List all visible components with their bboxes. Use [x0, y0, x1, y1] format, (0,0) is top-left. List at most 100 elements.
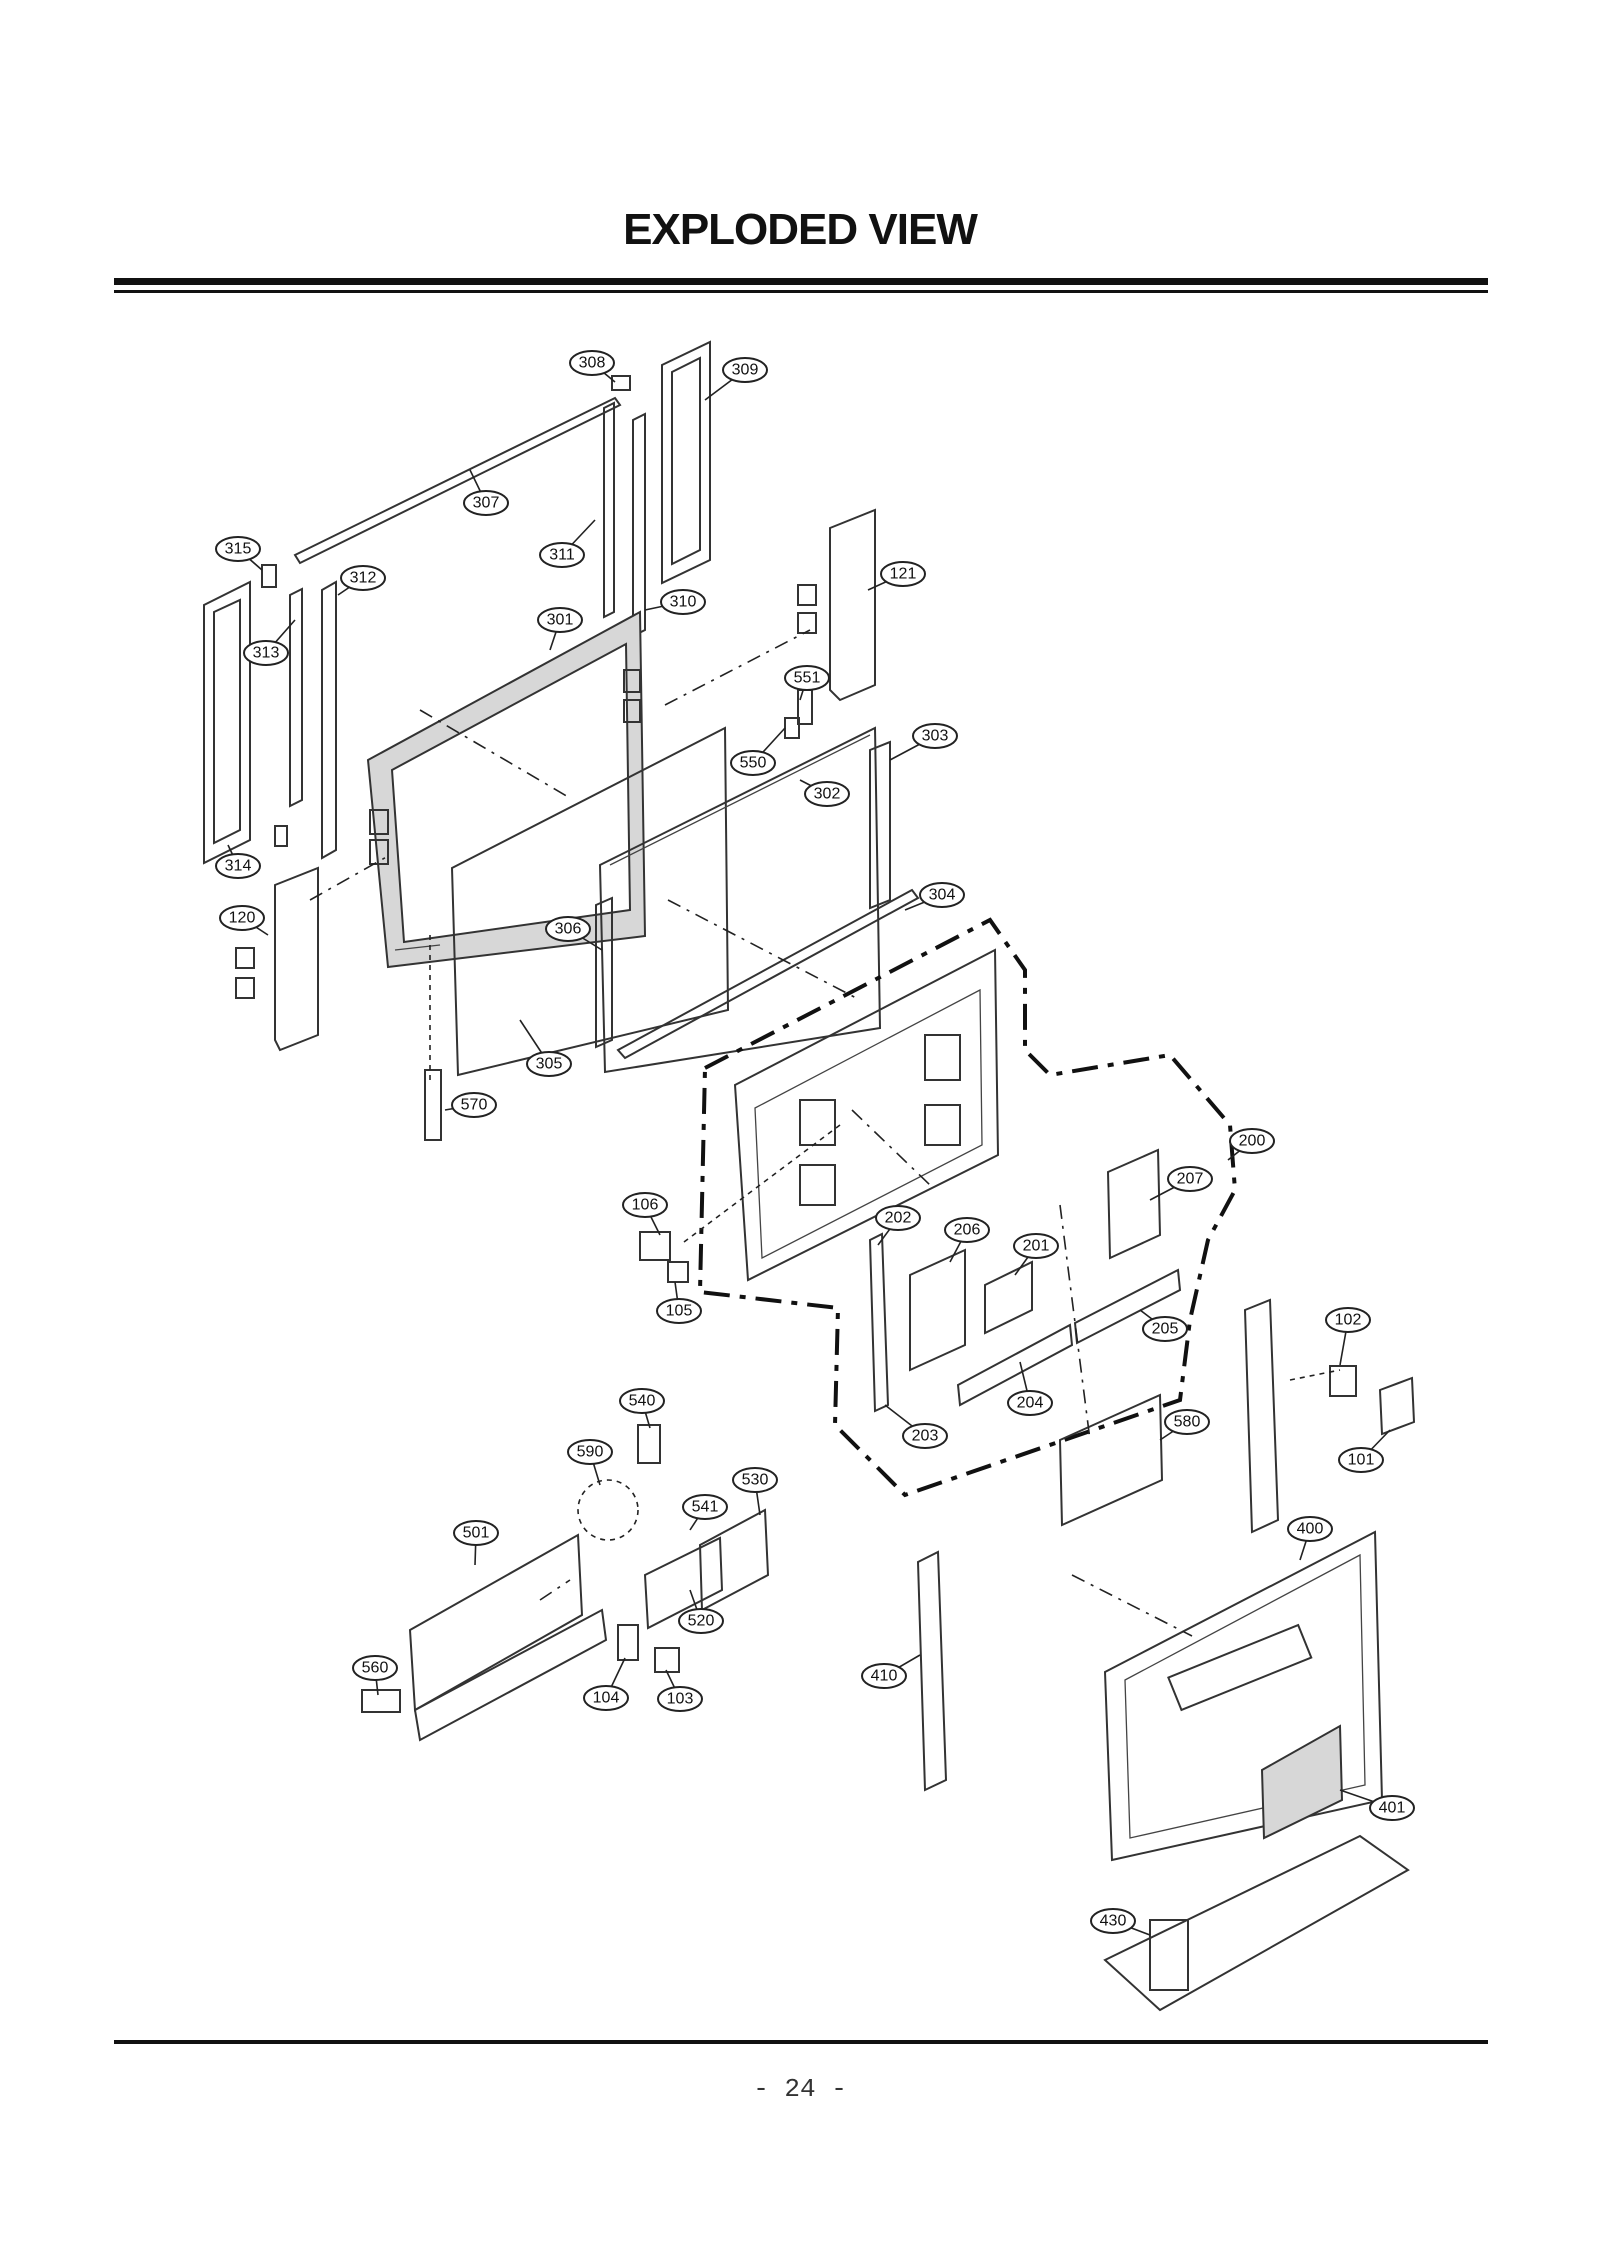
- callout-302: 302: [804, 781, 850, 807]
- callout-304: 304: [919, 882, 965, 908]
- callout-label: 308: [579, 355, 606, 372]
- callout-315: 315: [215, 536, 261, 562]
- callout-label: 104: [593, 1690, 620, 1707]
- callout-label: 203: [912, 1428, 939, 1445]
- callout-label: 303: [922, 728, 949, 745]
- callout-106: 106: [622, 1192, 668, 1218]
- callout-label: 206: [954, 1222, 981, 1239]
- callout-label: 202: [885, 1210, 912, 1227]
- callout-551: 551: [784, 665, 830, 691]
- callout-540: 540: [619, 1388, 665, 1414]
- callout-label: 207: [1177, 1171, 1204, 1188]
- callout-206: 206: [944, 1217, 990, 1243]
- callout-312: 312: [340, 565, 386, 591]
- callout-207: 207: [1167, 1166, 1213, 1192]
- callout-313: 313: [243, 640, 289, 666]
- callout-580: 580: [1164, 1409, 1210, 1435]
- callout-105: 105: [656, 1298, 702, 1324]
- callout-label: 120: [229, 910, 256, 927]
- callout-430: 430: [1090, 1908, 1136, 1934]
- title-rule-thin: [114, 290, 1488, 293]
- title-rule-thick: [114, 278, 1488, 285]
- assembly-lines: [309, 629, 1341, 1637]
- callout-120: 120: [219, 905, 265, 931]
- callout-202: 202: [875, 1205, 921, 1231]
- callout-541: 541: [682, 1494, 728, 1520]
- callout-550: 550: [730, 750, 776, 776]
- callout-label: 541: [692, 1499, 719, 1516]
- callout-label: 304: [929, 887, 956, 904]
- footer-rule: [114, 2040, 1488, 2044]
- callout-label: 520: [688, 1613, 715, 1630]
- callout-520: 520: [678, 1608, 724, 1634]
- panel-glass-group: [424, 689, 920, 1141]
- callout-label: 570: [461, 1097, 488, 1114]
- callout-501: 501: [453, 1520, 499, 1546]
- callout-410: 410: [861, 1663, 907, 1689]
- callout-label: 103: [667, 1691, 694, 1708]
- page-title: EXPLODED VIEW: [623, 205, 978, 254]
- callout-103: 103: [657, 1686, 703, 1712]
- callout-label: 102: [1335, 1312, 1362, 1329]
- callout-200: 200: [1229, 1128, 1275, 1154]
- callout-121: 121: [880, 561, 926, 587]
- callout-311: 311: [539, 542, 585, 568]
- callout-204: 204: [1007, 1390, 1053, 1416]
- callout-label: 201: [1023, 1238, 1050, 1255]
- callout-101: 101: [1338, 1447, 1384, 1473]
- bottom-boards: [361, 1424, 770, 1742]
- callout-307: 307: [463, 490, 509, 516]
- callout-301: 301: [537, 607, 583, 633]
- callout-label: 306: [555, 921, 582, 938]
- callout-label: 580: [1174, 1414, 1201, 1431]
- callout-309: 309: [722, 357, 768, 383]
- callout-label: 307: [473, 495, 500, 512]
- callout-401: 401: [1369, 1795, 1415, 1821]
- callout-305: 305: [526, 1051, 572, 1077]
- callout-label: 430: [1100, 1913, 1127, 1930]
- callout-306: 306: [545, 916, 591, 942]
- callout-label: 560: [362, 1660, 389, 1677]
- callout-205: 205: [1142, 1316, 1188, 1342]
- callout-label: 550: [740, 755, 767, 772]
- callout-label: 501: [463, 1525, 490, 1542]
- callout-530: 530: [732, 1467, 778, 1493]
- chassis-frame: [733, 948, 1000, 1282]
- callout-label: 105: [666, 1303, 693, 1320]
- callout-label: 551: [794, 670, 821, 687]
- side-speakers: [235, 508, 876, 1052]
- callout-560: 560: [352, 1655, 398, 1681]
- callout-label: 301: [547, 612, 574, 629]
- callout-label: 302: [814, 786, 841, 803]
- page-number: - 24 -: [753, 2074, 847, 2104]
- callout-203: 203: [902, 1423, 948, 1449]
- callout-590: 590: [567, 1439, 613, 1465]
- callout-label: 401: [1379, 1800, 1406, 1817]
- callout-570: 570: [451, 1092, 497, 1118]
- callout-label: 530: [742, 1472, 769, 1489]
- callout-310: 310: [660, 589, 706, 615]
- part-callouts: 308 309 307 311 315 312 310 121 301 313 551 303 550 3…: [215, 350, 1415, 1934]
- callout-label: 305: [536, 1056, 563, 1073]
- trim-strips: [203, 340, 711, 865]
- callout-label: 204: [1017, 1395, 1044, 1412]
- callout-label: 314: [225, 858, 252, 875]
- callout-label: 121: [890, 566, 917, 583]
- chassis-group-boundary: [697, 917, 1238, 1498]
- callout-label: 205: [1152, 1321, 1179, 1338]
- callout-314: 314: [215, 853, 261, 879]
- callout-400: 400: [1287, 1516, 1333, 1542]
- callout-303: 303: [912, 723, 958, 749]
- callout-label: 309: [732, 362, 759, 379]
- chassis-boards: [639, 1148, 1182, 1527]
- callout-label: 590: [577, 1444, 604, 1461]
- callout-308: 308: [569, 350, 615, 376]
- callout-label: 410: [871, 1668, 898, 1685]
- callout-label: 200: [1239, 1133, 1266, 1150]
- callout-label: 312: [350, 570, 377, 587]
- callout-label: 311: [549, 547, 575, 564]
- callout-label: 400: [1297, 1521, 1324, 1538]
- callout-leaders: [227, 362, 1393, 1936]
- callout-label: 540: [629, 1393, 656, 1410]
